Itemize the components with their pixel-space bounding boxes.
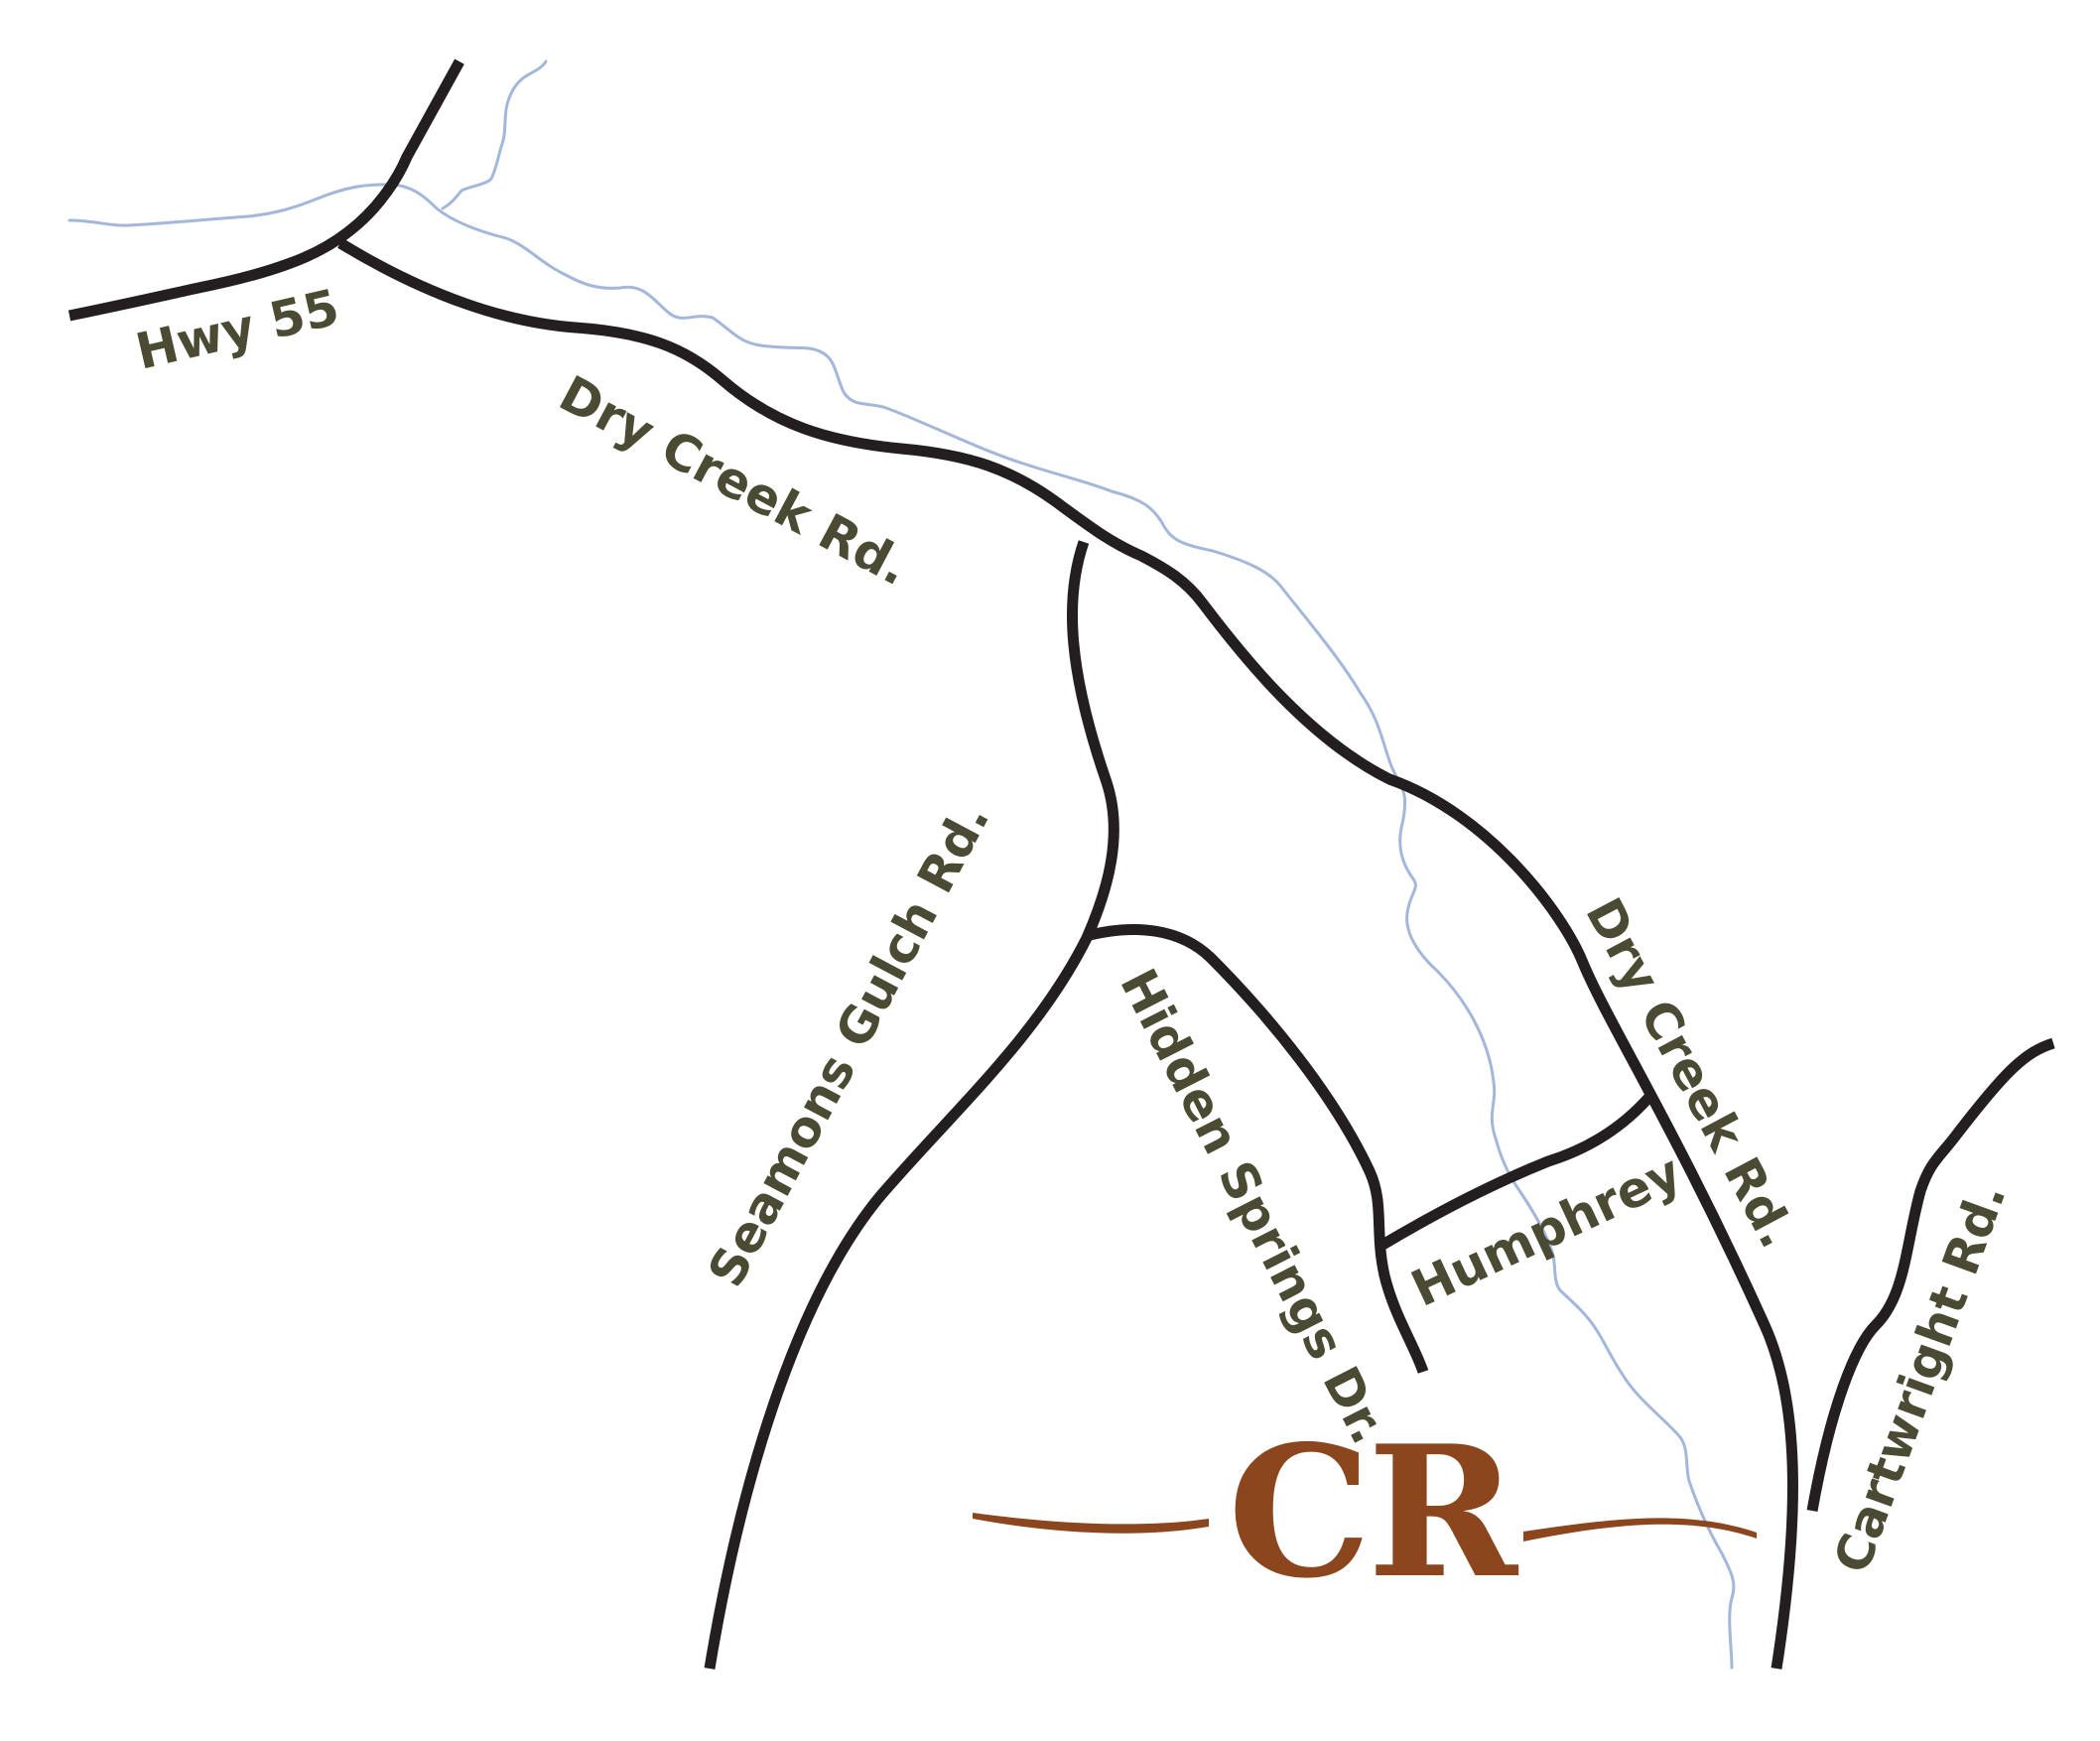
label-dry-creek-north: Dry Creek Rd. [550, 364, 918, 597]
label-seamons-gulch: Seamons Gulch Rd. [697, 793, 1000, 1295]
road-dry-creek-north [337, 238, 1798, 1670]
creek-north-fork [441, 60, 548, 210]
label-hidden-springs: Hidden Springs Dr. [1109, 960, 1397, 1452]
road-seamons-gulch [704, 540, 1119, 1670]
road-hwy-55 [67, 59, 464, 322]
logo-swash-right [1523, 1518, 1757, 1541]
logo-text: CR [1228, 1406, 1519, 1618]
cr-logo: CR [973, 1406, 1757, 1618]
logo-swash-left [973, 1513, 1209, 1534]
road-hidden-springs [1084, 923, 1429, 1374]
road-humphrey [1377, 1093, 1654, 1252]
creek [67, 183, 1736, 1670]
road-cartwright [1806, 1037, 2055, 1512]
label-humphrey: Humphrey [1403, 1143, 1690, 1318]
